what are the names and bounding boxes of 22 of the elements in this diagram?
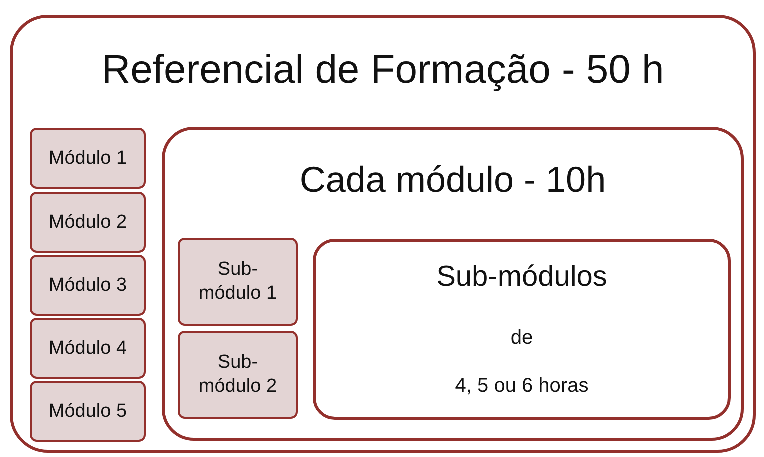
box-text: de <box>510 326 534 350</box>
module-box <box>30 192 146 253</box>
module-box <box>30 255 146 316</box>
container-box <box>313 239 731 420</box>
module-box <box>178 238 298 326</box>
module-box <box>30 128 146 189</box>
box-text: 4, 5 ou 6 horas <box>455 374 589 398</box>
module-label: Módulo 4 <box>48 336 128 360</box>
module-box <box>30 318 146 379</box>
module-box <box>30 381 146 442</box>
container-box <box>10 15 756 453</box>
module-label: Sub-módulo 2 <box>198 351 278 399</box>
module-label: Sub-módulo 1 <box>198 258 278 306</box>
container-box <box>162 127 744 441</box>
module-label: Módulo 5 <box>48 400 128 424</box>
module-label: Módulo 2 <box>48 210 128 234</box>
box-title: Cada módulo - 10h <box>300 158 606 201</box>
module-label: Módulo 3 <box>48 274 128 298</box>
box-title: Sub-módulos <box>436 260 608 295</box>
module-label: Módulo 1 <box>48 146 128 170</box>
module-box <box>178 331 298 419</box>
box-title: Referencial de Formação - 50 h <box>102 47 664 94</box>
